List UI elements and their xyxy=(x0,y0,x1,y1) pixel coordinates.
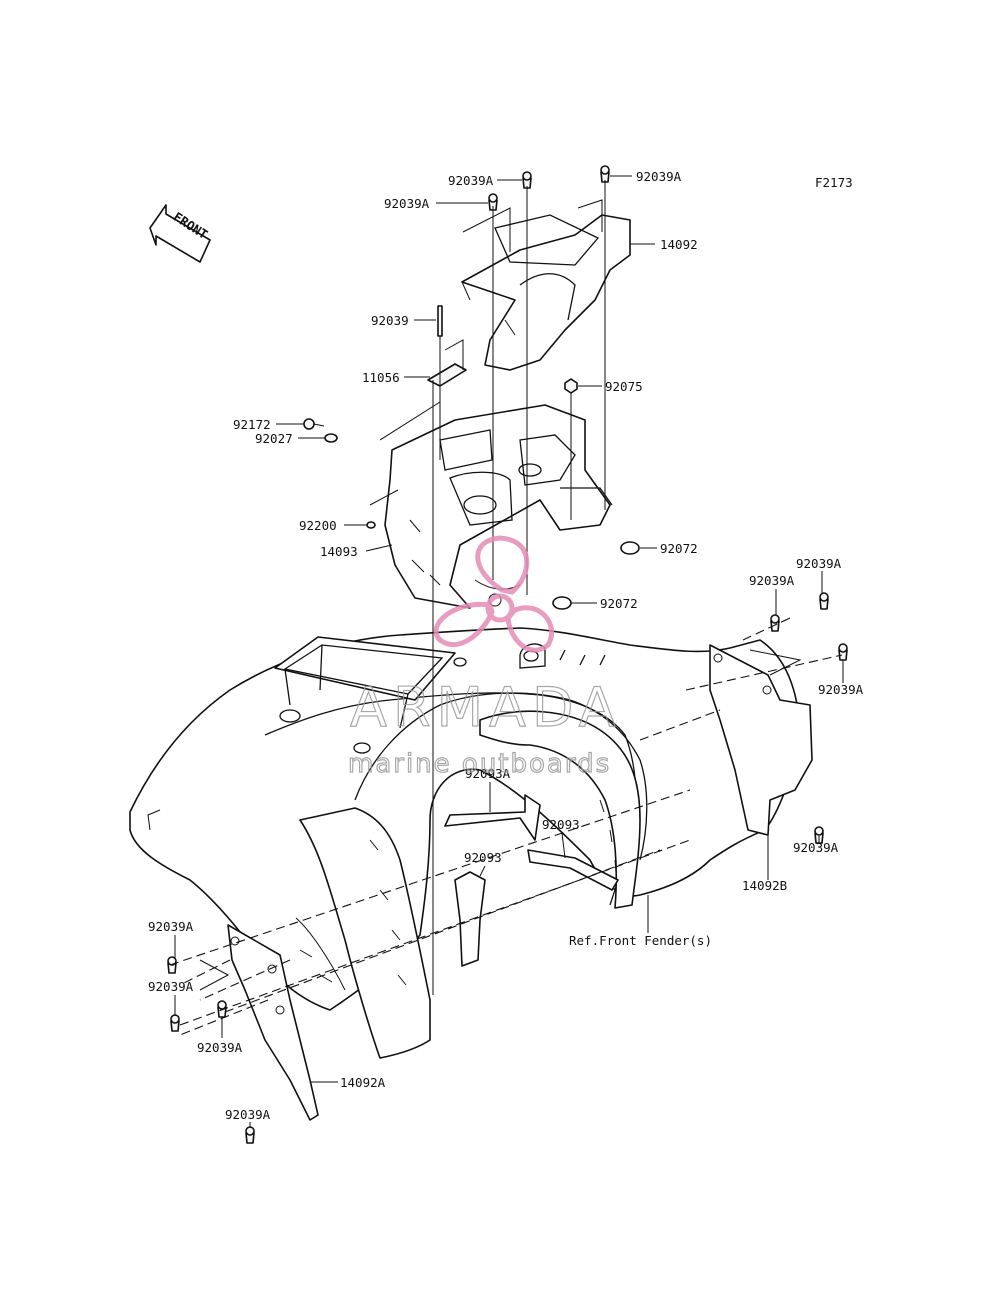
label-92039A-right-2: 92039A xyxy=(796,556,842,571)
label-92093-a: 92093 xyxy=(542,817,580,832)
bracket-14092B xyxy=(709,644,813,836)
label-92039A-left-1: 92039A xyxy=(148,919,194,934)
watermark-tagline: marine outboards xyxy=(348,749,611,779)
assembly-lines xyxy=(169,180,843,1036)
trim-strip-92093A xyxy=(444,794,541,841)
label-92200: 92200 xyxy=(299,518,337,533)
front-arrow-icon: FRONT xyxy=(149,204,211,263)
reference-note: Ref.Front Fender(s) xyxy=(569,933,712,948)
front-fender-body xyxy=(129,627,801,1059)
label-92172: 92172 xyxy=(233,417,271,432)
propeller-logo-icon xyxy=(433,535,555,653)
label-92039A-right-4: 92039A xyxy=(793,840,839,855)
label-92072-a: 92072 xyxy=(660,541,698,556)
label-92039A-top-2: 92039A xyxy=(636,169,682,184)
label-92039: 92039 xyxy=(371,313,409,328)
label-92039A-top-3: 92039A xyxy=(384,196,430,211)
watermark: ARMADA marine outboards xyxy=(347,535,622,780)
label-92075: 92075 xyxy=(605,379,643,394)
label-92039A-right-1: 92039A xyxy=(749,573,795,588)
label-92072-b: 92072 xyxy=(600,596,638,611)
leader-lines xyxy=(174,175,844,1128)
label-92093-b: 92093 xyxy=(464,850,502,865)
label-14092: 14092 xyxy=(660,237,698,252)
clip-icons xyxy=(167,165,848,1144)
label-92039A-top-1: 92039A xyxy=(448,173,494,188)
inner-panel-14093 xyxy=(384,404,613,609)
bracket-14092A xyxy=(227,924,319,1121)
label-92039A-right-3: 92039A xyxy=(818,682,864,697)
label-92039A-left-4: 92039A xyxy=(225,1107,271,1122)
trim-strip-92093-b xyxy=(454,871,486,967)
cover-14092 xyxy=(461,214,631,371)
label-92039A-left-2: 92039A xyxy=(148,979,194,994)
label-14093: 14093 xyxy=(320,544,358,559)
label-14092B: 14092B xyxy=(742,878,787,893)
label-14092A: 14092A xyxy=(340,1075,386,1090)
part-labels: 92039A 92039A 92039A 14092 92039 11056 9… xyxy=(148,169,864,1122)
watermark-brand: ARMADA xyxy=(350,676,622,739)
label-92027: 92027 xyxy=(255,431,293,446)
label-92093A: 92093A xyxy=(465,766,511,781)
figure-code: F2173 xyxy=(815,175,853,190)
label-92039A-left-3: 92039A xyxy=(197,1040,243,1055)
trim-strip-92093 xyxy=(527,849,619,891)
label-11056: 11056 xyxy=(362,370,400,385)
